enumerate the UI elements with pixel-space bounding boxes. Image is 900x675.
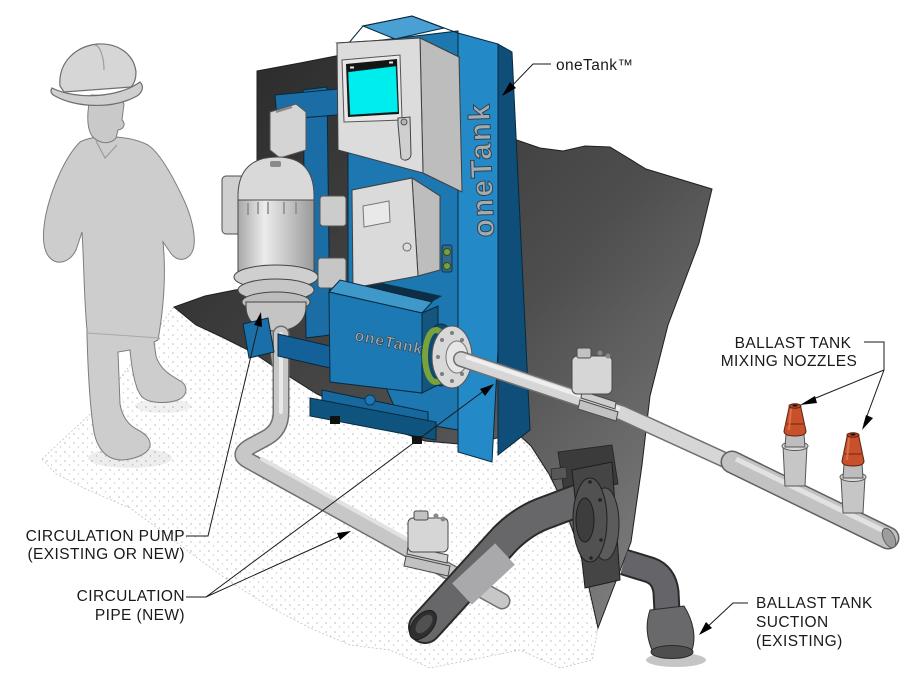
callout-onetank: oneTank™: [502, 57, 633, 96]
leader-line: [805, 369, 885, 403]
pump-motor-dome: [237, 156, 315, 203]
arrowhead: [800, 396, 817, 405]
connector-green-1: [443, 248, 451, 256]
callout-nozzles-line2: MIXING NOZZLES: [721, 353, 858, 370]
worker-figure: [42, 43, 195, 468]
arrowhead: [862, 415, 873, 430]
cabinet-side: [419, 37, 463, 193]
leader-line: [186, 317, 261, 537]
junction-box: [269, 103, 307, 159]
arrowhead: [699, 622, 712, 635]
worker-head: [87, 94, 125, 144]
worker-body: [42, 136, 195, 461]
panel-column-front: [457, 32, 499, 463]
pipe-sleeve: [452, 543, 515, 605]
unit-front-face: [328, 291, 423, 394]
pipe-valve-upper: [571, 347, 619, 422]
latch-knob: [402, 242, 412, 252]
arrowhead: [337, 531, 351, 540]
skid-rail-lower: [309, 397, 437, 441]
callout-suction-line2: SUCTION: [756, 614, 829, 631]
pipe-valve-lower: [403, 510, 451, 577]
leader-line: [205, 386, 490, 598]
callout-pipe-line2: PIPE (NEW): [95, 607, 185, 624]
leader-line: [864, 341, 885, 370]
callout-suction-line3: (EXISTING): [756, 633, 843, 650]
panel-opening: [352, 279, 442, 303]
panel-vertical-marking: oneTank: [463, 102, 501, 238]
unit-flange: [422, 323, 473, 389]
leader-line: [863, 369, 885, 425]
drain-port: [364, 394, 376, 406]
valve-actuator-body: [571, 355, 613, 395]
callout-suction-line1: BALLAST TANK: [756, 595, 873, 612]
nozzle-cone: [783, 404, 807, 437]
arrowhead: [502, 82, 516, 96]
connector-green-2: [443, 262, 451, 270]
suction-bellmouth: [620, 549, 706, 667]
mixing-nozzle-1: [781, 403, 809, 487]
circulation-pipe: [234, 325, 511, 610]
callout-nozzles-line1: BALLAST TANK: [735, 335, 852, 352]
valve-actuator-body: [407, 517, 449, 553]
treatment-unit: oneTank: [242, 279, 473, 444]
hard-hat-brim: [50, 81, 143, 106]
panel-column-side: [497, 43, 531, 457]
cabinet-handle: [397, 116, 412, 161]
electrical-box: [350, 177, 442, 303]
mixing-nozzle-2: [839, 432, 867, 514]
callout-onetank-label: oneTank™: [556, 57, 633, 74]
nameplate: [362, 200, 391, 228]
callout-circulation-pipe: CIRCULATION PIPE (NEW): [77, 384, 494, 624]
leader-line: [702, 602, 748, 632]
arrowhead: [254, 312, 262, 327]
callout-mixing-nozzles: BALLAST TANK MIXING NOZZLES: [721, 335, 885, 430]
hard-hat: [59, 43, 137, 93]
leader-line: [506, 63, 551, 92]
control-cabinet: [335, 37, 463, 193]
hmi-screen: [347, 65, 399, 116]
nozzle-manifold: [720, 450, 900, 550]
callout-pump-line1: CIRCULATION PUMP: [26, 528, 185, 545]
arrowhead: [480, 384, 494, 396]
circulation-pump: [221, 156, 319, 367]
callout-ballast-suction: BALLAST TANK SUCTION (EXISTING): [699, 595, 873, 650]
callout-pipe-line1: CIRCULATION: [77, 588, 185, 605]
ballast-suction-pipe: [408, 479, 607, 644]
pump-motor-body: [237, 199, 315, 275]
electrical-box-front: [351, 177, 419, 289]
bulkhead-valve: [571, 461, 621, 589]
callout-pump-line2: (EXISTING OR NEW): [28, 546, 186, 563]
nozzle-cone: [841, 433, 865, 467]
callout-circulation-pump: CIRCULATION PUMP (EXISTING OR NEW): [26, 312, 262, 563]
mount-bracket-upper: [319, 195, 347, 227]
